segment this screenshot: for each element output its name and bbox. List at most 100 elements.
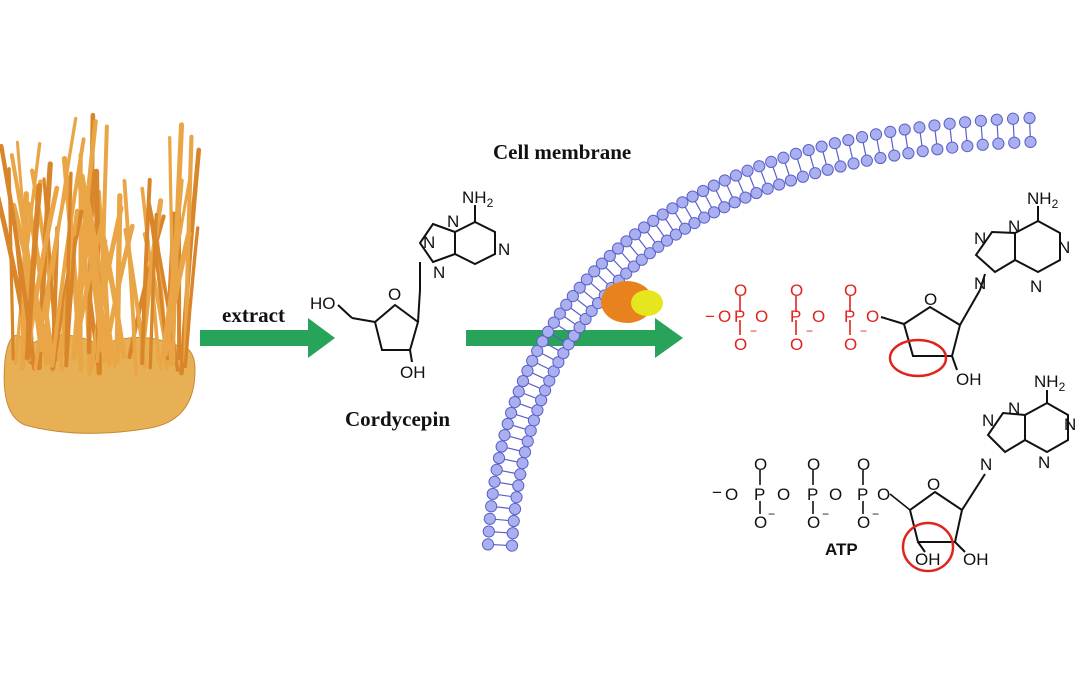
ctp-n-right: N — [1058, 238, 1070, 257]
lipid-head — [677, 197, 688, 208]
lipid-head — [903, 148, 914, 159]
lipid-head — [519, 447, 530, 458]
atp-p-3: P — [857, 485, 868, 504]
lipid-head — [975, 115, 986, 126]
atp-o-bottom-3: O — [857, 513, 870, 532]
lipid-head — [708, 207, 719, 218]
lipid-head — [487, 488, 498, 499]
atp-o-2: O — [777, 485, 790, 504]
lipid-head — [785, 175, 796, 186]
lipid-head — [889, 150, 900, 161]
lipid-head — [489, 476, 500, 487]
cordycepin-n7: N — [447, 212, 459, 231]
lipid-head — [657, 209, 668, 220]
red-p-3: P — [844, 307, 855, 326]
lipid-head — [885, 126, 896, 137]
lipid-head — [528, 415, 539, 426]
lipid-head — [729, 197, 740, 208]
lipid-head — [697, 185, 708, 196]
atp-nh2: NH2 — [1034, 372, 1066, 394]
lipid-head — [522, 436, 533, 447]
red-o-1: O — [718, 307, 731, 326]
lipid-head — [506, 540, 517, 551]
atp-minus-a: − — [768, 507, 775, 521]
atp-o-top-2: O — [807, 455, 820, 474]
lipid-head — [1009, 137, 1020, 148]
lipid-head — [917, 146, 928, 157]
cordyceps-fungus-image — [0, 115, 199, 433]
lipid-head — [493, 452, 504, 463]
red-o-bottom-2: O — [790, 335, 803, 354]
red-o-top-2: O — [790, 281, 803, 300]
lipid-head — [751, 187, 762, 198]
ctp-n-left: N — [974, 229, 986, 248]
lipid-head — [991, 114, 1002, 125]
lipid-head — [778, 152, 789, 163]
lipid-head — [835, 161, 846, 172]
lipid-head — [914, 122, 925, 133]
cordycepin-ho: HO — [310, 294, 336, 313]
red-o-4: O — [866, 307, 879, 326]
atp-o-bottom-2: O — [807, 513, 820, 532]
ctp-n-top: N — [1008, 217, 1020, 236]
atp-o-3: O — [829, 485, 842, 504]
lipid-head — [977, 139, 988, 150]
lipid-head — [822, 164, 833, 175]
lipid-head — [797, 171, 808, 182]
lipid-head — [667, 203, 678, 214]
enzyme-icon — [601, 281, 663, 323]
lipid-head — [929, 120, 940, 131]
lipid-head — [509, 503, 520, 514]
red-o-bottom-3: O — [844, 335, 857, 354]
atp-minus-b: − — [822, 507, 829, 521]
lipid-head — [496, 441, 507, 452]
atp-p-2: P — [807, 485, 818, 504]
cordycepin-triphosphate-atoms: − O P O P O P O O O O O O O − − − — [705, 281, 879, 354]
cordycepin-n1: N — [423, 233, 435, 252]
lipid-head — [502, 418, 513, 429]
lipid-head — [848, 158, 859, 169]
lipid-head — [730, 170, 741, 181]
atp-o-4: O — [877, 485, 890, 504]
cordycepin-ring-o: O — [388, 285, 401, 304]
atp-n9: N — [980, 455, 992, 474]
atp-oh-left: OH — [915, 550, 941, 569]
atp-o-1: O — [725, 485, 738, 504]
red-minus-1: − — [705, 307, 715, 326]
lipid-head — [491, 464, 502, 475]
lipid-head — [687, 191, 698, 202]
lipid-head — [742, 165, 753, 176]
lipid-head — [932, 144, 943, 155]
red-p-2: P — [790, 307, 801, 326]
lipid-head — [762, 183, 773, 194]
lipid-head — [486, 501, 497, 512]
lipid-head — [1007, 113, 1018, 124]
atp-o-bottom-1: O — [754, 513, 767, 532]
lipid-head — [790, 148, 801, 159]
lipid-head — [856, 132, 867, 143]
lipid-head — [962, 140, 973, 151]
lipid-head — [719, 202, 730, 213]
atp-atoms: − O P O P O P O O O O O O O − − − O OH O… — [712, 372, 1076, 569]
ctp-n9: N — [974, 274, 986, 293]
lipid-head — [522, 365, 533, 376]
atp-n-right: N — [1064, 415, 1076, 434]
lipid-head — [810, 168, 821, 179]
lipid-head — [708, 180, 719, 191]
lipid-head — [754, 161, 765, 172]
lipid-head — [511, 492, 522, 503]
ctp-oh: OH — [956, 370, 982, 389]
lipid-head — [513, 480, 524, 491]
lipid-head — [829, 138, 840, 149]
red-highlight-circle-3prime — [890, 340, 946, 376]
cordycepin-n3: N — [498, 240, 510, 259]
atp-ring-o: O — [927, 475, 940, 494]
lipid-head — [960, 117, 971, 128]
lipid-head — [699, 212, 710, 223]
lipid-head — [517, 457, 528, 468]
lipid-head — [816, 141, 827, 152]
red-o-minus-b: − — [806, 324, 813, 338]
lipid-head — [507, 528, 518, 539]
lipid-head — [515, 469, 526, 480]
